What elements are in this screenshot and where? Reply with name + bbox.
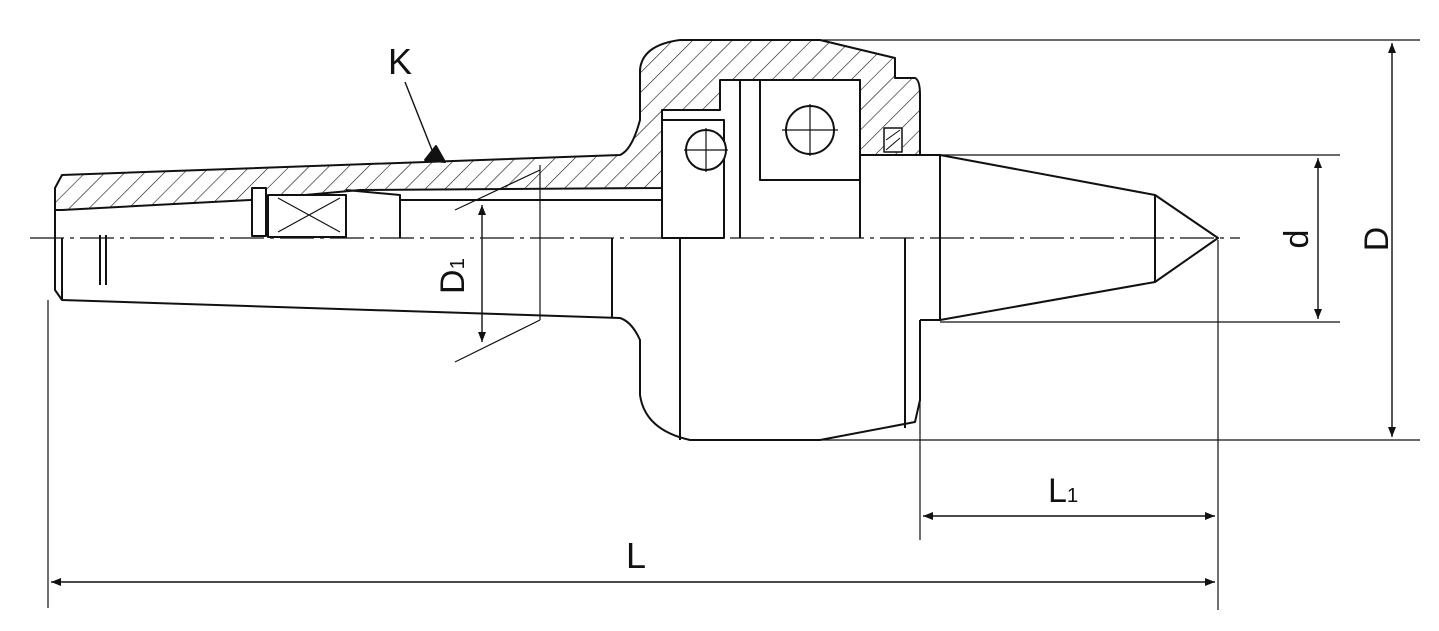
k-triangle <box>424 145 446 163</box>
seal-ring <box>883 127 903 153</box>
d-small-label: d <box>1278 229 1316 249</box>
k-label: K <box>388 41 413 82</box>
d1-label-main: D <box>434 269 472 294</box>
taper-shank-section <box>54 39 921 211</box>
d1-label-sub: 1 <box>447 258 469 270</box>
d-big-label: D <box>1358 226 1396 252</box>
l1-label-main: L <box>1048 472 1067 510</box>
spring-cross-2 <box>277 197 341 233</box>
d1-slant-bottom <box>454 319 541 363</box>
seal-hatch-1 <box>885 129 901 141</box>
point-spindle <box>920 154 941 321</box>
pin-detail <box>251 187 267 237</box>
seal-hatch-2 <box>885 137 901 151</box>
d1-slant-top <box>454 169 541 211</box>
taper-shank-outline <box>54 210 921 441</box>
conical-point <box>939 154 1219 321</box>
l1-label: L1 <box>1048 474 1078 508</box>
k-leader <box>404 81 433 151</box>
l1-label-sub: 1 <box>1066 485 1079 507</box>
l-label: L <box>626 535 647 576</box>
inner-spindle <box>345 189 663 238</box>
d1-label: D1 <box>434 246 472 306</box>
